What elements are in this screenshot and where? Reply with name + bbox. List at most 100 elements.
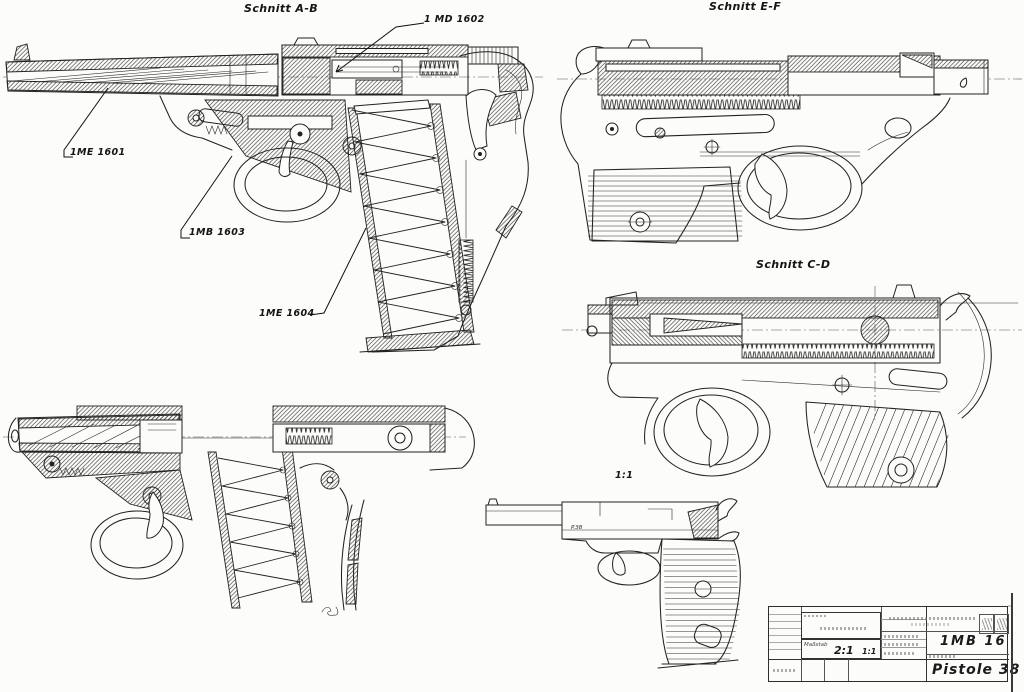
label-leader-lines-ab: [63, 22, 425, 316]
illegible-handwriting: [911, 623, 951, 626]
bl-slide-rear: [272, 405, 475, 471]
grid-line: [769, 642, 801, 643]
grid-line: [926, 607, 927, 681]
signature-box: [994, 614, 1009, 634]
cd-slide: [586, 284, 941, 364]
bl-trigger: [146, 491, 164, 539]
fv-trigger-guard: [597, 550, 661, 586]
bl-trigger-guard: [90, 510, 184, 580]
ab-trigger: [278, 140, 294, 177]
scale-alt-value: 1:1: [862, 647, 877, 656]
grid-line: [769, 649, 801, 650]
title-block: Maßstab 2:1 1:1 1MB 16 Pist: [768, 606, 1019, 682]
ef-trigger: [754, 153, 788, 220]
ab-trigger-guard: [233, 147, 341, 223]
fv-trigger: [612, 552, 626, 576]
handwritten-initials: [321, 606, 339, 616]
scale-main-value: 2:1: [834, 644, 854, 657]
part-label-1me1604: 1ME 1604: [259, 308, 315, 319]
ab-magazine-spring: [351, 109, 460, 335]
bl-frame: [20, 437, 273, 580]
illegible-handwriting: [773, 669, 797, 672]
ab-frame: [159, 95, 362, 223]
illegible-handwriting: [804, 615, 826, 617]
ab-barrel: [5, 43, 279, 97]
cd-hammer-spur: [939, 293, 971, 321]
illegible-handwriting: [884, 635, 920, 638]
grid-line: [848, 659, 849, 681]
ef-grip-panel: [591, 166, 739, 242]
grid-line: [769, 621, 801, 622]
signature-box: [979, 614, 994, 634]
fv-grip: [659, 538, 741, 665]
illegible-handwriting: [884, 643, 920, 646]
cd-recoil-spring: [741, 343, 935, 359]
fv-hammer: [715, 498, 738, 522]
ab-magazine: [347, 99, 481, 353]
caption-schnitt-ef: Schnitt E-F: [709, 0, 782, 13]
drawing-number-cell: 1MB 16: [926, 631, 1009, 654]
ab-hammer-spring: [458, 239, 474, 303]
full-view-drawing: P.38: [485, 498, 741, 669]
illegible-handwriting: [929, 655, 955, 658]
ab-slide: [281, 37, 529, 96]
bl-slide-front: [76, 405, 183, 454]
caption-schnitt-ab: Schnitt A-B: [244, 2, 319, 15]
illegible-handwriting: [820, 627, 866, 630]
cd-trigger-guard: [653, 387, 771, 477]
illegible-handwriting: [884, 652, 914, 655]
grid-line: [769, 614, 801, 615]
slide-marking-text: P.38: [571, 525, 583, 531]
part-label-1mb1603: 1MB 1603: [189, 227, 246, 238]
fv-slide-barrel: P.38: [485, 498, 738, 540]
bl-magazine-spring: [217, 457, 301, 599]
grid-line: [881, 647, 926, 648]
schnitt-cd-drawing: [562, 284, 1022, 488]
signature-scribble: [997, 618, 1007, 630]
scale-cell: Maßstab 2:1 1:1: [801, 639, 881, 659]
fv-lanyard-loop: [693, 623, 722, 648]
drawing-title-cell: Pistole 38: [926, 659, 1019, 681]
ef-takedown-lever: [635, 113, 775, 138]
bl-hammer-backstrap: [299, 463, 365, 616]
bl-recoil-spring: [285, 427, 333, 445]
grid-line: [769, 628, 801, 629]
bottom-left-section-drawing: [3, 405, 475, 616]
grid-line: [801, 659, 802, 681]
grid-line: [769, 659, 1009, 660]
drawing-number: 1MB 16: [940, 634, 1007, 649]
fv-frame-grip: [561, 531, 741, 669]
grid-line: [824, 659, 825, 681]
revision-strip: [881, 607, 1009, 631]
grid-line: [881, 631, 1009, 632]
illegible-handwriting: [889, 617, 975, 620]
ab-rear-frame-hammer: [371, 51, 534, 353]
caption-schnitt-cd: Schnitt C-D: [756, 258, 831, 271]
grid-line: [769, 635, 801, 636]
drawing-title: Pistole 38: [932, 662, 1021, 678]
grid-line: [881, 639, 926, 640]
cd-locking-pin: [860, 315, 890, 345]
bl-magazine: [207, 447, 313, 609]
scale-label: Maßstab: [804, 642, 828, 648]
grid-line: [881, 607, 882, 659]
signature-scribble: [982, 618, 992, 630]
grid-line: [926, 654, 1009, 655]
ef-slide-barrel: [575, 39, 989, 110]
ab-firing-pin-spring: [419, 60, 459, 76]
sheet-frame-line: [1011, 593, 1013, 692]
cd-trigger: [696, 398, 729, 468]
annotation-cells: [881, 631, 926, 659]
caption-scale-full-view: 1:1: [615, 470, 634, 481]
part-label-1md1602: 1 MD 1602: [424, 14, 485, 25]
schnitt-ef-drawing: [557, 39, 1022, 244]
schnitt-ab-drawing: [3, 22, 543, 353]
ef-frame-grip: [560, 73, 951, 244]
cd-frame-grip: [607, 291, 992, 488]
material-cell: [801, 612, 881, 639]
ef-recoil-spring: [601, 94, 801, 110]
part-label-1me1601: 1ME 1601: [70, 147, 126, 158]
ab-hammer: [465, 89, 497, 151]
